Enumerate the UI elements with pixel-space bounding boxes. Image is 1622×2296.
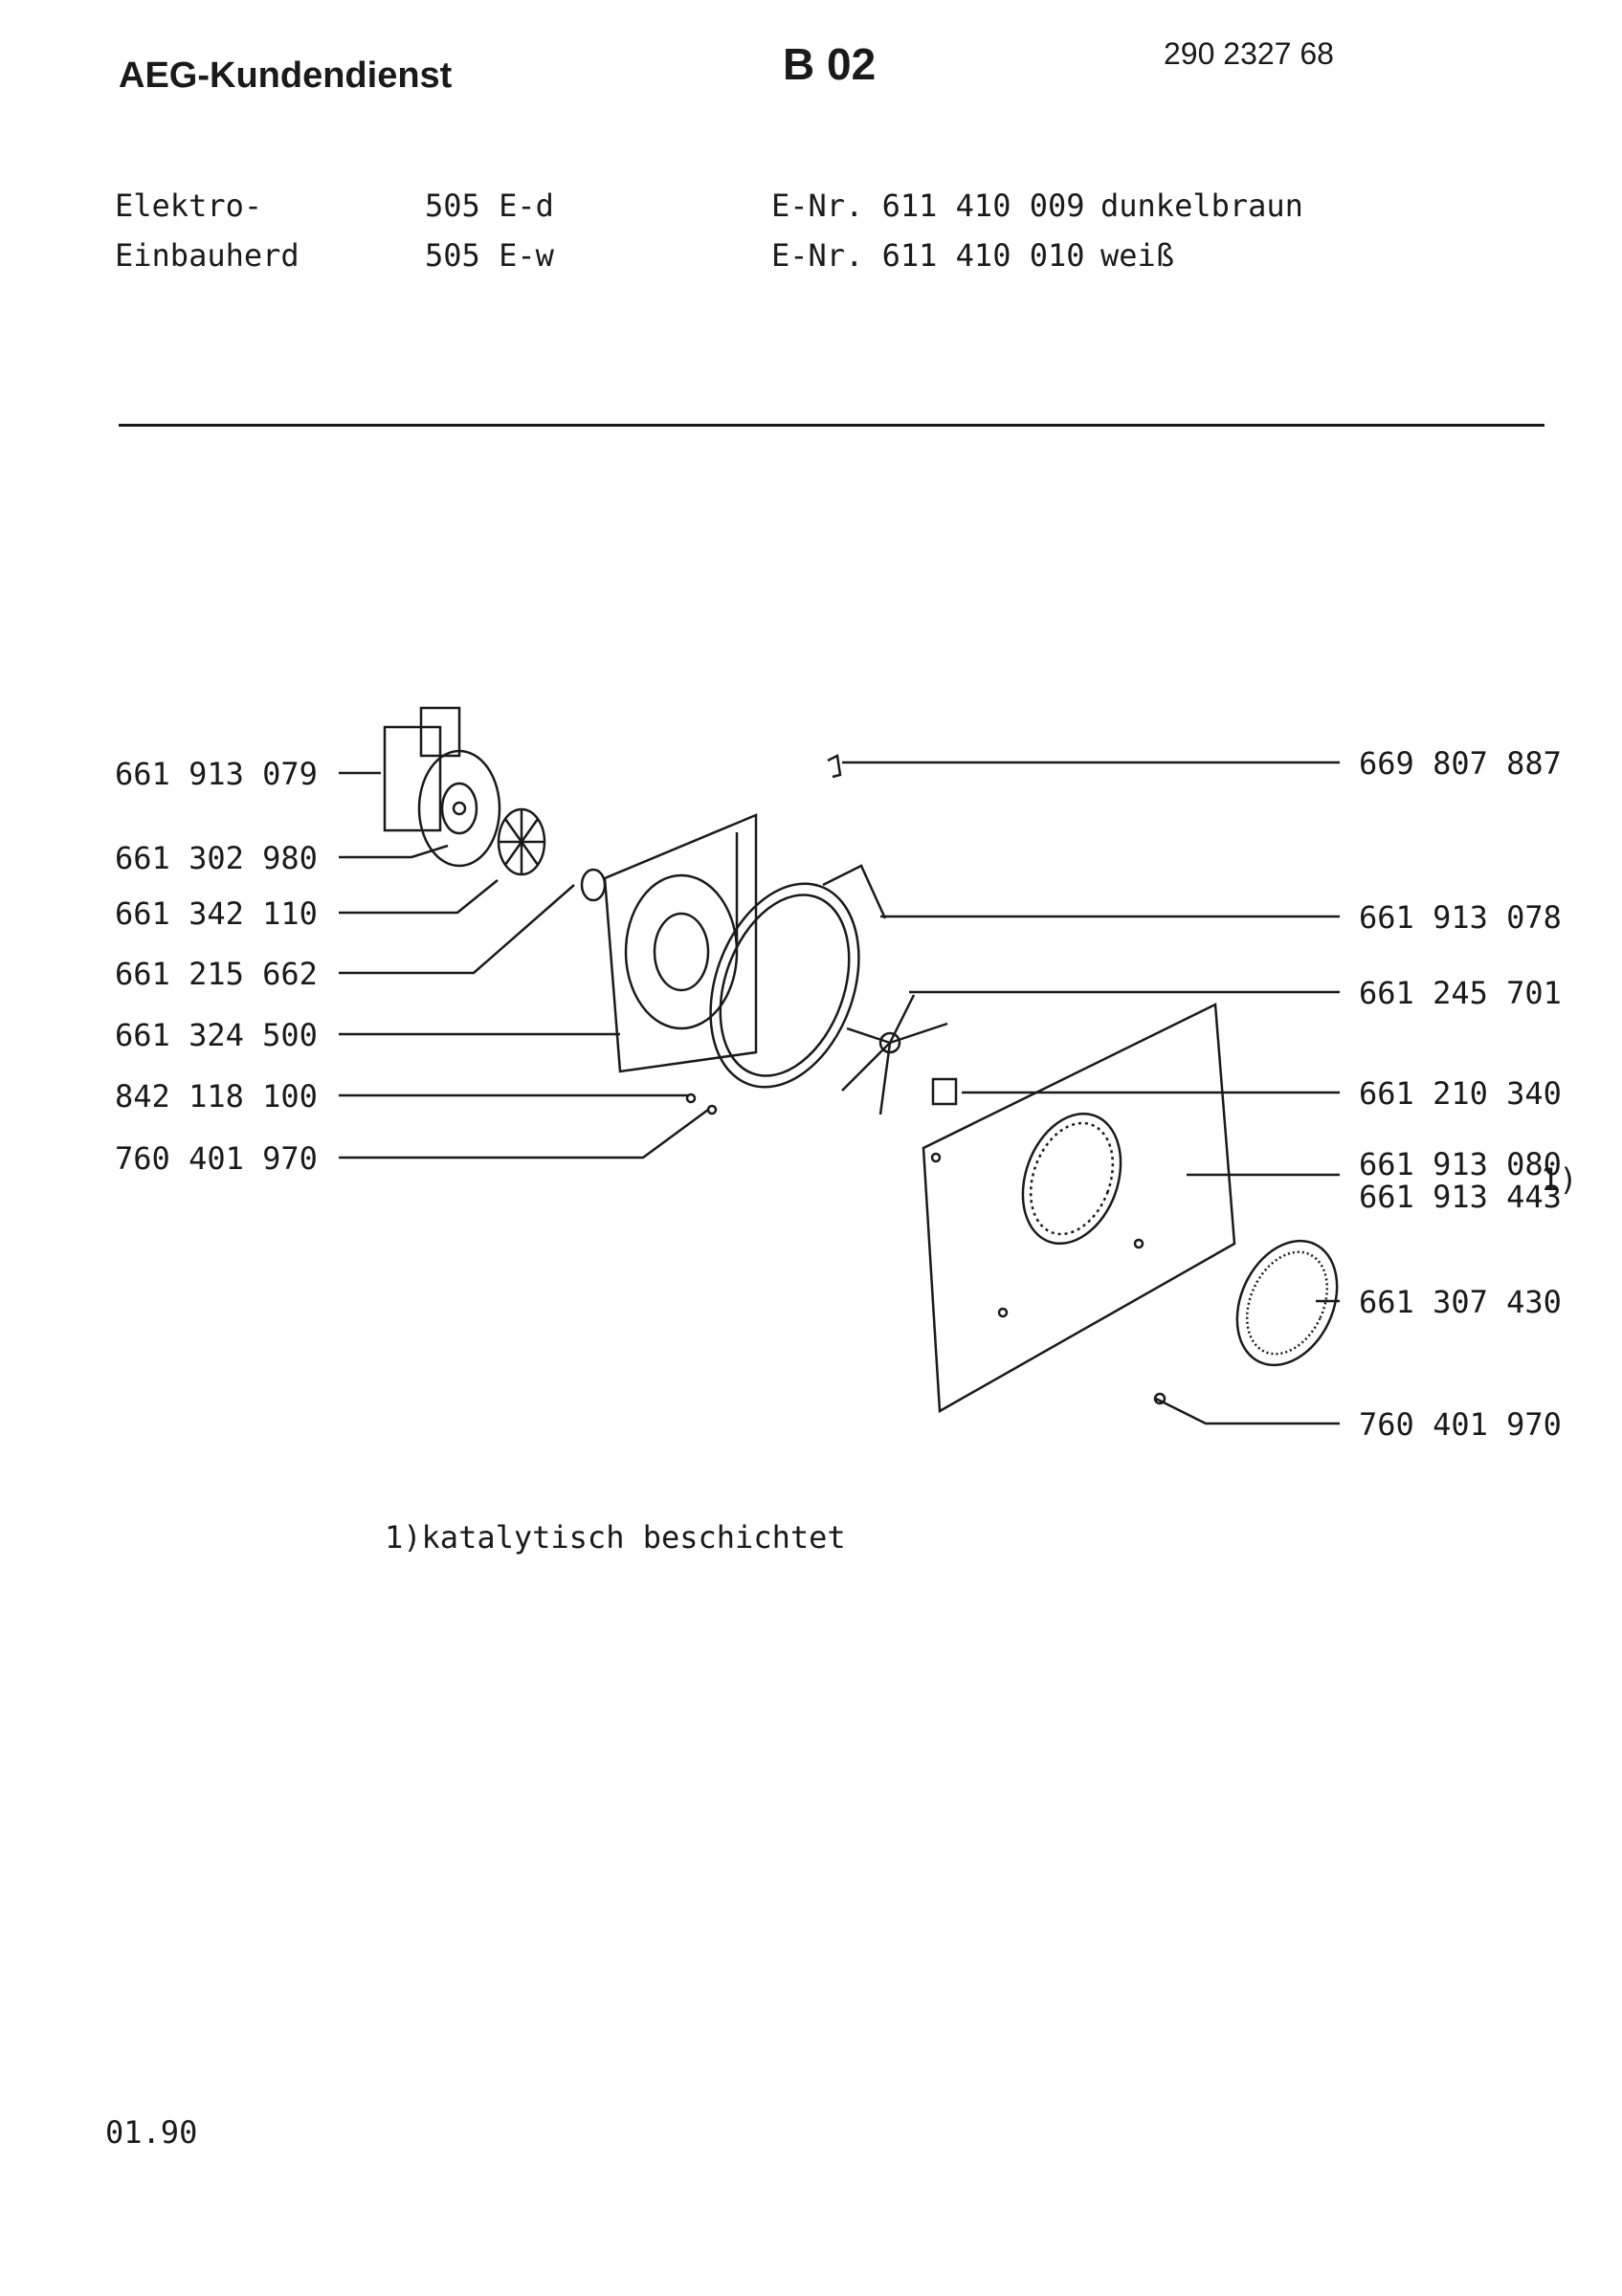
company-name: AEG-Kundendienst [119,55,453,96]
part-number-left: 661 342 110 [115,895,318,932]
header-rule [119,424,1544,427]
screw-drawing [1153,1392,1167,1405]
heating-ring-drawing [709,864,887,1089]
part-number-right: 669 807 887 [1359,745,1562,782]
part-number-right: 661 913 078 [1359,899,1562,936]
product-type-1: Elektro- [115,188,263,224]
cooling-fan-drawing [497,807,546,876]
product-type-2: Einbauherd [115,237,300,274]
convection-fan-drawing [841,994,948,1115]
part-number-right: 661 245 701 [1359,975,1562,1011]
product-color-2: weiß [1100,237,1175,274]
product-enr-1: E-Nr. 611 410 009 [771,188,1085,224]
part-number-right: 661 913 080 [1359,1146,1562,1182]
document-date: 01.90 [105,2114,198,2151]
part-number-left: 760 401 970 [115,1140,318,1177]
product-model-2: 505 E-w [425,237,554,274]
document-number: 290 2327 68 [1164,36,1334,71]
part-number-left: 842 118 100 [115,1078,318,1115]
grille-cover-drawing [1235,1239,1339,1367]
part-number-left: 661 324 500 [115,1017,318,1053]
clip-drawing [827,754,842,779]
part-number-left: 661 302 980 [115,840,318,876]
screw-drawing [685,1093,697,1104]
part-number-left: 661 913 079 [115,756,318,792]
part-number-right: 661 913 443 [1359,1179,1562,1215]
product-model-1: 505 E-d [425,188,554,224]
product-color-1: dunkelbraun [1100,188,1303,224]
leader-lines-left [339,771,709,1159]
part-number-left: 661 215 662 [115,956,318,992]
part-number-right: 661 210 340 [1359,1075,1562,1112]
product-enr-2: E-Nr. 611 410 010 [771,237,1085,274]
rear-panel-drawing [922,1003,1236,1414]
spacer-drawing [931,1077,958,1106]
screw-drawing [706,1104,718,1115]
part-number-right: 661 307 430 [1359,1284,1562,1320]
sheet-id: B 02 [783,39,877,89]
fan-motor-drawing [383,706,501,868]
part-number-right: 760 401 970 [1359,1406,1562,1443]
footnote: 1)katalytisch beschichtet [385,1519,846,1556]
footnote-marker: 1) [1541,1161,1578,1198]
leader-lines-right [842,761,1340,1425]
nut-drawing [580,868,607,902]
mounting-plate-drawing [603,813,758,1073]
